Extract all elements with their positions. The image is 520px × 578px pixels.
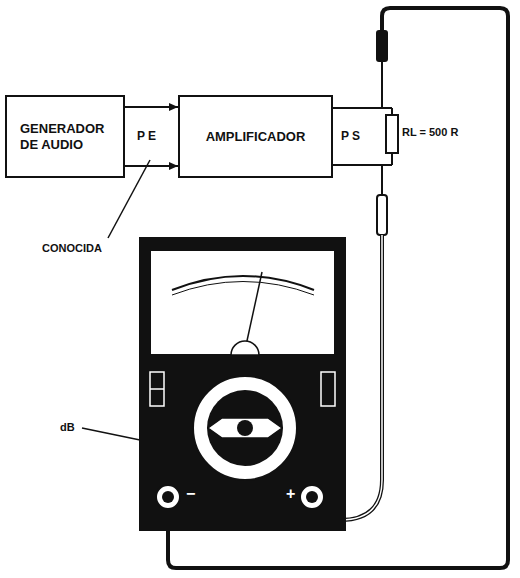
box-title: GENERADOR DE AUDIO	[20, 121, 110, 153]
black-probe	[376, 30, 388, 62]
amplifier-box: AMPLIFICADOR	[178, 95, 333, 178]
probe-tip	[381, 165, 383, 195]
leader-line	[82, 428, 140, 440]
value-label: RL = 500 R	[402, 125, 458, 139]
probe-tip	[381, 62, 383, 108]
multimeter	[140, 238, 345, 530]
generator-box: GENERADOR DE AUDIO	[5, 95, 125, 178]
plus-probe	[377, 195, 387, 235]
box-title: AMPLIFICADOR	[206, 129, 306, 145]
terminal-sign: +	[286, 487, 295, 501]
terminal-sign: −	[186, 487, 195, 501]
arrowhead	[169, 162, 178, 170]
signal-label: P E	[137, 129, 156, 143]
signal-label: P S	[341, 129, 360, 143]
output-wires	[333, 108, 392, 165]
arrowhead	[169, 103, 178, 111]
resistor-symbol	[386, 115, 398, 153]
note-label: CONOCIDA	[42, 241, 102, 255]
callout-label: dB	[60, 420, 75, 434]
